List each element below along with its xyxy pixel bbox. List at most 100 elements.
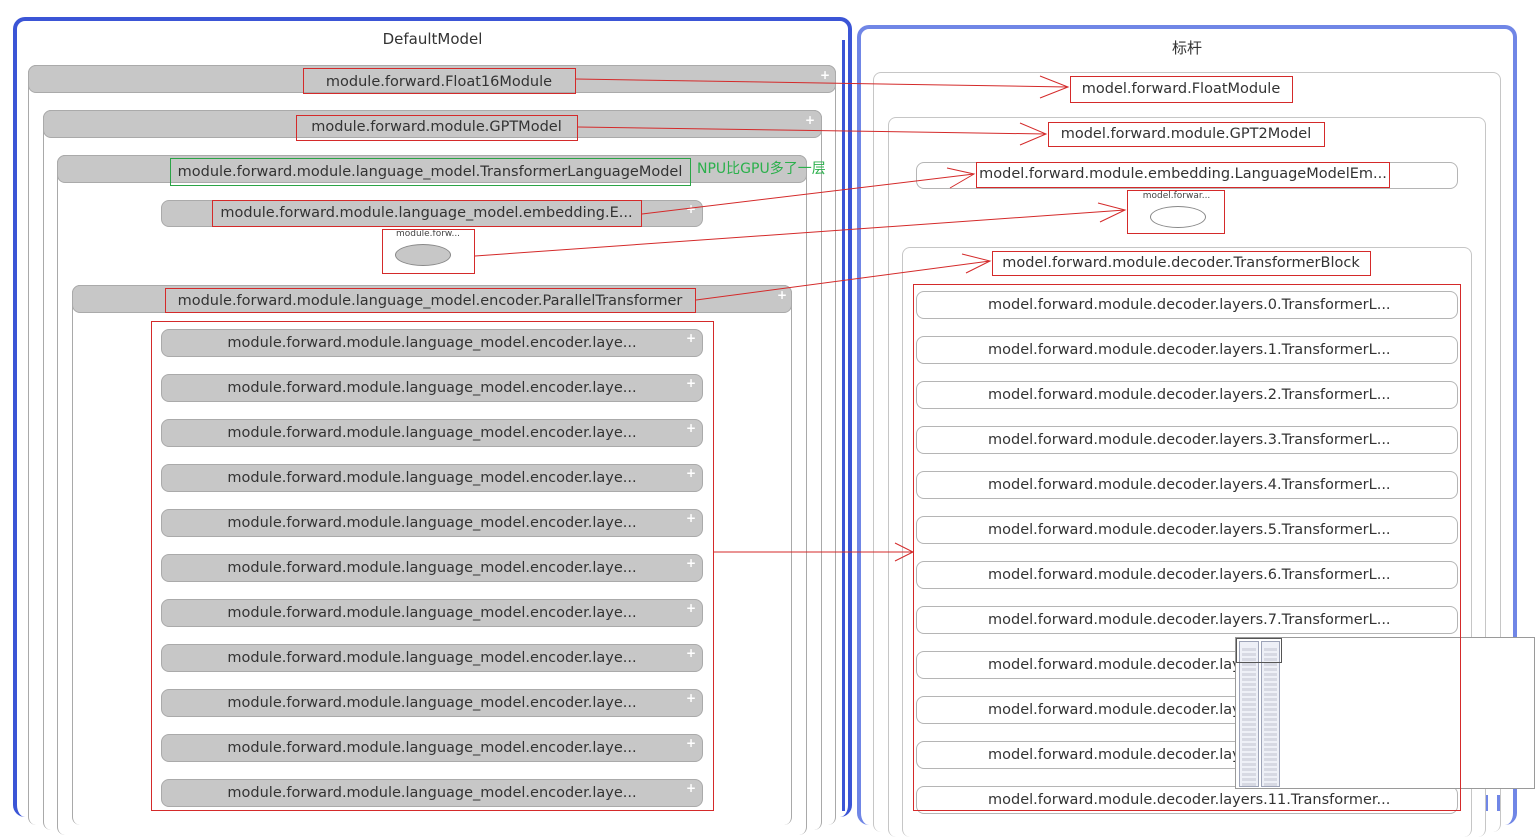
encoder-layer-label: module.forward.module.language_model.enc…: [227, 425, 637, 441]
encoder-layer-node[interactable]: [161, 689, 703, 717]
minimap-node: [1242, 753, 1256, 756]
encoder-layer-node[interactable]: [161, 419, 703, 447]
match-box-embedding: [212, 200, 642, 227]
minimap-node: [1242, 763, 1256, 766]
encoder-layer-label: module.forward.module.language_model.enc…: [227, 605, 637, 621]
decoder-layer-node[interactable]: [916, 471, 1458, 499]
minimap-node: [1242, 653, 1256, 656]
minimap-viewport[interactable]: [1236, 638, 1282, 663]
transformer-block-frame[interactable]: [902, 247, 1472, 837]
minimap[interactable]: [1235, 637, 1535, 789]
decoder-layer-node[interactable]: [916, 381, 1458, 409]
match-box-transformer-block: [992, 251, 1371, 276]
minimap-node: [1264, 658, 1277, 661]
minimap-node: [1264, 708, 1277, 711]
match-box-floatmodule: [1070, 76, 1293, 103]
minimap-node: [1242, 698, 1256, 701]
floatmodule-frame[interactable]: [873, 72, 1501, 832]
encoder-layer-label: module.forward.module.language_model.enc…: [227, 515, 637, 531]
encoder-layer-node[interactable]: [161, 554, 703, 582]
minimap-node: [1242, 688, 1256, 691]
encoder-layer-node[interactable]: [161, 644, 703, 672]
expand-icon[interactable]: +: [685, 736, 697, 750]
encoder-layer-node[interactable]: [161, 734, 703, 762]
expand-icon[interactable]: +: [685, 646, 697, 660]
gptmodel-node[interactable]: [43, 110, 822, 138]
match-box-small-op: [382, 229, 475, 274]
right-pane-edge-bar: [1497, 795, 1500, 811]
minimap-node: [1264, 653, 1277, 656]
match-box-right-embedding: [976, 162, 1390, 188]
decoder-layer-label: model.forward.module.decoder.layers.4.Tr…: [988, 477, 1391, 493]
minimap-node: [1264, 773, 1277, 776]
minimap-node: [1242, 668, 1256, 671]
decoder-layer-node[interactable]: [916, 516, 1458, 544]
decoder-layer-label: model.forward.module.decoder.layers.6.Tr…: [988, 567, 1391, 583]
expand-icon[interactable]: +: [819, 68, 831, 82]
gpt2model-frame[interactable]: [888, 117, 1486, 837]
floatmodule-label: model.forward.FloatModule: [1081, 81, 1281, 97]
minimap-node: [1242, 658, 1256, 661]
expand-icon[interactable]: +: [776, 288, 788, 302]
minimap-node: [1242, 693, 1256, 696]
decoder-layer-node[interactable]: [916, 561, 1458, 589]
float16module-label: module.forward.Float16Module: [325, 74, 553, 90]
minimap-node: [1242, 718, 1256, 721]
encoder-layer-label: module.forward.module.language_model.enc…: [227, 380, 637, 396]
minimap-node: [1264, 678, 1277, 681]
expand-icon[interactable]: +: [685, 331, 697, 345]
encoder-layer-label: module.forward.module.language_model.enc…: [227, 650, 637, 666]
minimap-node: [1264, 723, 1277, 726]
arrow-left-layers-to-right-layers: [714, 542, 915, 562]
decoder-layer-node[interactable]: [916, 426, 1458, 454]
decoder-layer-node[interactable]: [916, 336, 1458, 364]
minimap-node: [1264, 663, 1277, 666]
minimap-node: [1242, 708, 1256, 711]
encoder-layer-node[interactable]: [161, 329, 703, 357]
encoder-layer-node[interactable]: [161, 509, 703, 537]
decoder-layer-label: model.forward.module.decoder.layers.2.Tr…: [988, 387, 1391, 403]
float16module-node[interactable]: [28, 65, 836, 93]
expand-icon[interactable]: +: [685, 781, 697, 795]
left-graph-pane[interactable]: [13, 17, 852, 817]
minimap-node: [1264, 698, 1277, 701]
small-op-ellipse[interactable]: [395, 244, 451, 266]
expand-icon[interactable]: +: [685, 601, 697, 615]
encoder-layer-node[interactable]: [161, 779, 703, 807]
decoder-layer-label: model.forward.module.decoder.layers.0.Tr…: [988, 297, 1391, 313]
right-small-op-ellipse[interactable]: [1150, 206, 1206, 228]
expand-icon[interactable]: +: [685, 511, 697, 525]
expand-icon[interactable]: +: [685, 202, 697, 216]
gptmodel-label: module.forward.module.GPTModel: [311, 119, 562, 135]
expand-icon[interactable]: +: [685, 466, 697, 480]
transformer-lm-node[interactable]: [57, 155, 807, 183]
expand-icon[interactable]: +: [685, 376, 697, 390]
decoder-layer-node[interactable]: [916, 606, 1458, 634]
arrow-small-op-to-right-small-op: [474, 202, 1127, 257]
match-box-gpt2model: [1048, 122, 1325, 147]
match-box-right-small-op: [1127, 190, 1225, 234]
encoder-layer-label: module.forward.module.language_model.enc…: [227, 785, 637, 801]
minimap-node: [1242, 738, 1256, 741]
match-box-parallel-transformer: [165, 288, 696, 313]
expand-icon[interactable]: +: [685, 421, 697, 435]
expand-icon[interactable]: +: [685, 556, 697, 570]
parallel-transformer-label: module.forward.module.language_model.enc…: [177, 293, 683, 309]
decoder-layer-label: model.forward.module.decoder.layers.5.Tr…: [988, 522, 1391, 538]
minimap-node: [1264, 748, 1277, 751]
minimap-node: [1264, 778, 1277, 781]
expand-icon[interactable]: +: [804, 113, 816, 127]
encoder-layer-node[interactable]: [161, 599, 703, 627]
arrow-embedding-to-right-embedding: [641, 167, 976, 215]
minimap-node: [1264, 718, 1277, 721]
extra-layer-box: [170, 158, 691, 186]
minimap-node: [1242, 713, 1256, 716]
encoder-layer-node[interactable]: [161, 464, 703, 492]
expand-icon[interactable]: +: [685, 691, 697, 705]
minimap-node: [1264, 758, 1277, 761]
right-graph-pane[interactable]: [857, 25, 1517, 825]
gpt2model-label: model.forward.module.GPT2Model: [1060, 126, 1312, 142]
left-pane-edge-bar: [842, 40, 845, 811]
encoder-layer-node[interactable]: [161, 374, 703, 402]
decoder-layer-node[interactable]: [916, 291, 1458, 319]
